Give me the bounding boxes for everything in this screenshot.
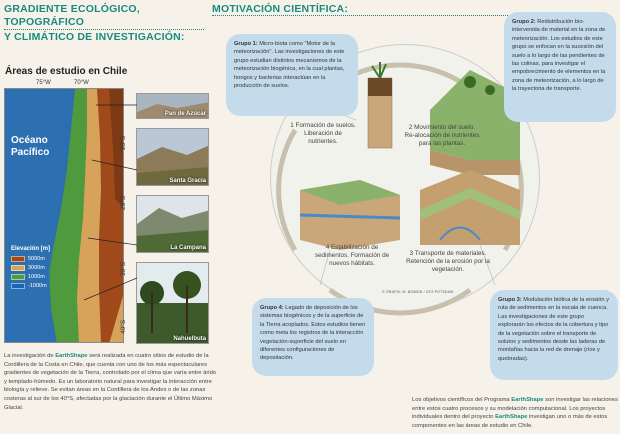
group-label: Grupo 4: — [260, 305, 284, 311]
group-text: Legado de deposición de los sistemas bio… — [260, 305, 366, 362]
legend-label: 5000m — [28, 255, 45, 262]
group-label: Grupo 2: — [512, 19, 536, 25]
site-label: Santa Gracia — [169, 178, 206, 184]
legend-row: 1000m — [11, 272, 71, 281]
map-relief-image — [5, 89, 123, 342]
group-label: Grupo 3: — [498, 297, 522, 303]
legend-swatch — [11, 282, 25, 289]
section-heading-right: MOTIVACIÓN CIENTÍFICA: — [212, 3, 512, 16]
ocean-label-line-2: Pacífico — [11, 147, 50, 158]
legend-label: 3000m — [28, 264, 45, 271]
intro-right-text-2: son investigar las relaciones entre esto… — [412, 397, 618, 421]
heading-left-line-1: GRADIENTE ECOLÓGICO, TOPOGRÁFICO — [4, 3, 204, 30]
site-photo-pan-de-azucar: Pan de Azúcar — [136, 93, 209, 119]
brand-earthshape: EarthShape — [511, 397, 544, 403]
intro-paragraph-left: La investigación de EarthShape será real… — [4, 352, 218, 412]
lat-label-20s: 20°S — [120, 135, 127, 150]
step-2-caption: 2 Movimiento del suelo. Re-alocación de … — [404, 124, 480, 147]
legend-swatch — [11, 255, 25, 262]
site-label: Nahuelbuta — [173, 336, 206, 342]
ocean-label-line-1: Océano — [11, 135, 48, 146]
step-3-caption: 3 Transporte de materiales. Retención de… — [406, 250, 490, 273]
intro-paragraph-right: Los objetivos científicos del Programa E… — [412, 396, 618, 430]
step-4-caption: 4 Estabilización de sedimentos. Formació… — [314, 244, 390, 267]
section-heading-left: GRADIENTE ECOLÓGICO, TOPOGRÁFICO Y CLIMÁ… — [4, 3, 204, 44]
group-1-bubble: Grupo 1: Micro-biota como "Motor de la m… — [226, 34, 358, 116]
heading-left-line-2: Y CLIMÁTICO DE INVESTIGACIÓN: — [4, 31, 185, 43]
brand-earthshape: EarthShape — [55, 353, 88, 359]
lon-label-70w: 70°W — [74, 80, 89, 86]
legend-row: -1000m — [11, 281, 71, 290]
site-photo-image — [137, 196, 208, 252]
step-1-caption: 1 Formación de suelos. Liberación de nut… — [290, 122, 356, 145]
lat-label-25s: 25°S — [120, 195, 127, 210]
group-text: Redistribución bio-intervenida de materi… — [512, 19, 606, 93]
map-title: Áreas de estudio en Chile — [5, 66, 128, 77]
legend-swatch — [11, 273, 25, 280]
ocean-label: Océano Pacífico — [11, 135, 49, 159]
site-photo-la-campana: La Campana — [136, 195, 209, 253]
lat-label-40s: 40°S — [120, 319, 127, 334]
intro-right-text-1: Los objetivos científicos del Programa — [412, 397, 512, 403]
legend-label: -1000m — [28, 282, 47, 289]
elevation-legend: Elevación [m] 5000m 3000m 1000m -1000m — [11, 246, 71, 290]
group-text: Micro-biota como "Motor de la meteorizac… — [234, 41, 345, 90]
group-text: Modulación biótica de la erosión y ruta … — [498, 297, 609, 362]
legend-row: 3000m — [11, 263, 71, 272]
legend-swatch — [11, 264, 25, 271]
site-label: La Campana — [170, 245, 206, 251]
site-label: Pan de Azúcar — [164, 111, 206, 117]
site-photo-image — [137, 129, 208, 185]
site-photo-image — [137, 263, 208, 343]
legend-row: 5000m — [11, 254, 71, 263]
legend-label: 1000m — [28, 273, 45, 280]
lat-label-30s: 30°S — [120, 261, 127, 276]
group-2-bubble: Grupo 2: Redistribución bio-intervenida … — [504, 12, 616, 122]
group-label: Grupo 1: — [234, 41, 258, 47]
elevation-map: Océano Pacífico Elevación [m] 5000m 3000… — [4, 88, 124, 343]
site-photo-santa-gracia: Santa Gracia — [136, 128, 209, 186]
brand-earthshape: EarthShape — [495, 414, 528, 421]
group-3-bubble: Grupo 3: Modulación biótica de la erosió… — [490, 290, 618, 380]
group-4-bubble: Grupo 4: Legado de deposición de los sis… — [252, 298, 374, 376]
lon-label-75w: 75°W — [36, 80, 51, 86]
legend-title: Elevación [m] — [11, 246, 51, 252]
intro-left-text-2: será realizada en cuatro sitios de estud… — [4, 353, 217, 411]
intro-right-text-3: investigan uno o más de estos componente… — [412, 414, 608, 429]
site-photo-nahuelbuta: Nahuelbuta — [136, 262, 209, 344]
intro-left-text-1: La investigación de — [4, 353, 56, 359]
graphic-credit: © GRAFIK: M. BOBSIN / GFZ POTSDAM — [382, 290, 454, 294]
site-photo-image — [137, 94, 208, 118]
